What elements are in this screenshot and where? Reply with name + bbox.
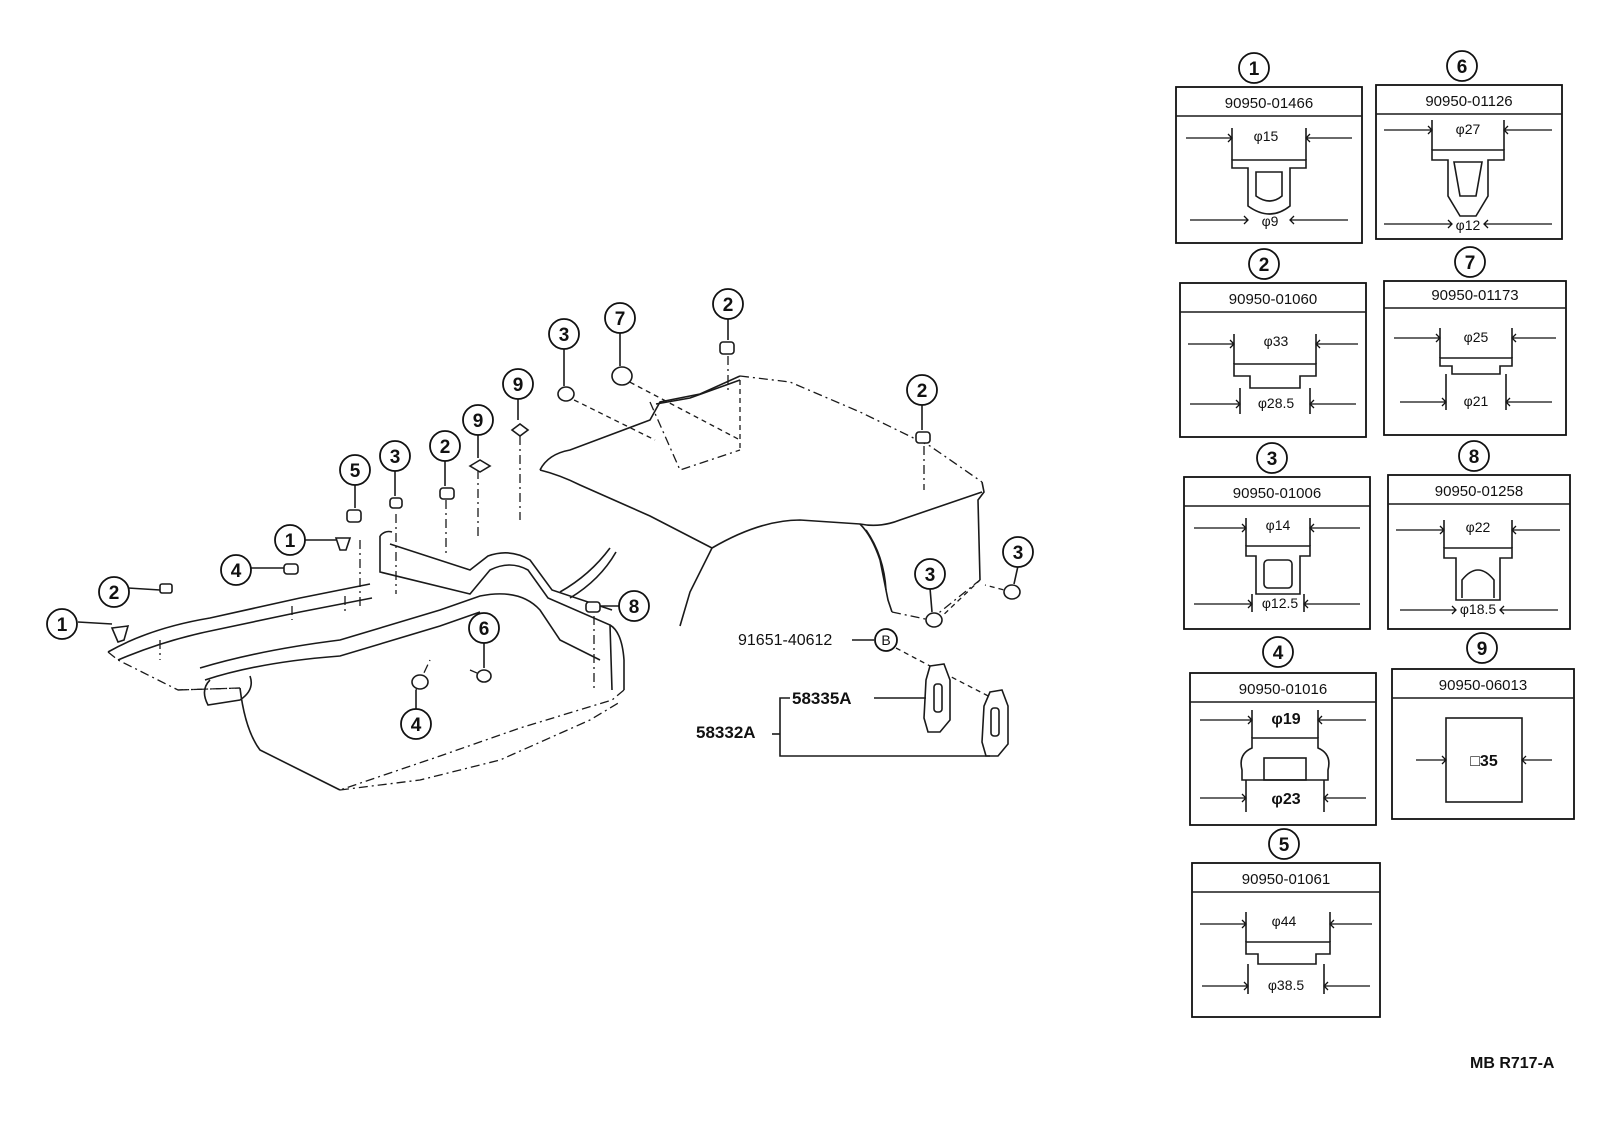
svg-text:8: 8 <box>629 597 640 618</box>
svg-text:2: 2 <box>109 583 120 604</box>
svg-text:φ27: φ27 <box>1456 121 1481 137</box>
svg-text:7: 7 <box>615 309 626 330</box>
svg-text:3: 3 <box>1013 543 1024 564</box>
callout-7: 7 <box>604 302 636 334</box>
svg-text:2: 2 <box>723 295 734 316</box>
svg-text:1: 1 <box>57 615 68 636</box>
callout-1b: 1 <box>274 524 306 556</box>
plug-parts <box>110 341 1021 690</box>
callout-2c: 2 <box>712 288 744 320</box>
svg-text:90950-01466: 90950-01466 <box>1225 95 1313 112</box>
svg-text:90950-01258: 90950-01258 <box>1435 483 1523 500</box>
callout-8: 8 <box>618 590 650 622</box>
svg-text:φ25: φ25 <box>1464 329 1489 345</box>
callout-3c: 3 <box>914 558 946 590</box>
svg-text:5: 5 <box>350 461 361 482</box>
bolt-marker: B <box>881 632 890 648</box>
svg-text:90950-01061: 90950-01061 <box>1242 871 1330 888</box>
svg-text:φ22: φ22 <box>1466 519 1491 535</box>
svg-text:φ14: φ14 <box>1266 517 1291 533</box>
svg-text:5: 5 <box>1279 835 1290 856</box>
svg-text:φ38.5: φ38.5 <box>1268 977 1305 993</box>
svg-text:φ19: φ19 <box>1271 711 1300 728</box>
svg-text:3: 3 <box>925 565 936 586</box>
clip-group: 91651-40612 B 58335A 58332A <box>696 628 1009 757</box>
callout-4a: 4 <box>220 554 252 586</box>
callout-2d: 2 <box>906 374 938 406</box>
callout-6: 6 <box>468 612 500 644</box>
svg-text:□35: □35 <box>1470 753 1498 770</box>
clip-58335a-label: 58335A <box>792 689 852 708</box>
svg-text:4: 4 <box>231 561 242 582</box>
svg-text:6: 6 <box>479 619 490 640</box>
svg-text:2: 2 <box>917 381 928 402</box>
detail-box-7: 7 90950-01173 φ25 φ21 <box>1383 246 1567 436</box>
svg-text:1: 1 <box>1249 59 1260 80</box>
callout-2b: 2 <box>429 430 461 462</box>
detail-box-3: 3 90950-01006 φ14 φ12.5 <box>1183 442 1371 630</box>
detail-box-6: 6 90950-01126 φ27 φ12 <box>1375 50 1563 240</box>
bolt-marker-circle <box>874 628 898 652</box>
svg-text:8: 8 <box>1469 447 1480 468</box>
svg-text:90950-06013: 90950-06013 <box>1439 677 1527 694</box>
callout-leaders <box>77 318 1019 710</box>
svg-text:3: 3 <box>559 325 570 346</box>
svg-text:90950-01006: 90950-01006 <box>1233 485 1321 502</box>
callout-9a: 9 <box>462 404 494 436</box>
clip-58332a-label: 58332A <box>696 723 756 742</box>
svg-text:9: 9 <box>513 375 524 396</box>
callout-3b: 3 <box>548 318 580 350</box>
detail-box-4: 4 90950-01016 φ19 φ23 <box>1189 636 1377 826</box>
svg-text:φ33: φ33 <box>1264 333 1289 349</box>
reference-code: MB R717-A <box>1470 1055 1555 1072</box>
detail-boxes: 1 90950-01466 φ15 φ9 6 90950-01126 φ27 <box>1175 50 1575 1018</box>
svg-text:1: 1 <box>285 531 296 552</box>
svg-text:9: 9 <box>1477 639 1488 660</box>
bolt-part-number: 91651-40612 <box>738 632 832 649</box>
floor-callouts: 1 2 4 5 1 3 2 9 9 3 7 2 2 3 3 6 4 8 <box>46 288 1034 740</box>
svg-text:7: 7 <box>1465 253 1476 274</box>
svg-text:3: 3 <box>390 447 401 468</box>
detail-box-9: 9 90950-06013 □35 <box>1391 632 1575 820</box>
svg-text:6: 6 <box>1457 57 1468 78</box>
svg-text:90950-01126: 90950-01126 <box>1425 93 1512 110</box>
svg-text:φ21: φ21 <box>1464 393 1489 409</box>
detail-box-8: 8 90950-01258 φ22 φ18.5 <box>1387 440 1571 630</box>
svg-text:φ15: φ15 <box>1254 128 1279 144</box>
detail-box-2: 2 90950-01060 φ33 φ28.5 <box>1179 248 1367 438</box>
svg-text:3: 3 <box>1267 449 1278 470</box>
svg-text:2: 2 <box>1259 255 1270 276</box>
callout-5: 5 <box>339 454 371 486</box>
svg-text:φ28.5: φ28.5 <box>1258 395 1295 411</box>
floor-pan-drawing <box>107 356 1013 791</box>
svg-text:φ23: φ23 <box>1271 791 1300 808</box>
detail-box-5: 5 90950-01061 φ44 φ38.5 <box>1191 828 1381 1018</box>
svg-text:90950-01016: 90950-01016 <box>1239 681 1327 698</box>
callout-3d: 3 <box>1002 536 1034 568</box>
svg-text:φ9: φ9 <box>1262 213 1279 229</box>
callout-9b: 9 <box>502 368 534 400</box>
svg-text:φ18.5: φ18.5 <box>1460 601 1497 617</box>
svg-text:φ12: φ12 <box>1456 217 1481 233</box>
svg-text:2: 2 <box>440 437 451 458</box>
svg-text:9: 9 <box>473 411 484 432</box>
callout-2a: 2 <box>98 576 130 608</box>
callout-3a: 3 <box>379 440 411 472</box>
callout-1a: 1 <box>46 608 78 640</box>
svg-text:90950-01060: 90950-01060 <box>1229 291 1317 308</box>
svg-text:4: 4 <box>411 715 422 736</box>
detail-box-1: 1 90950-01466 φ15 φ9 <box>1175 52 1363 244</box>
svg-text:φ12.5: φ12.5 <box>1262 595 1299 611</box>
callout-4b: 4 <box>400 708 432 740</box>
svg-text:90950-01173: 90950-01173 <box>1431 287 1518 304</box>
svg-text:φ44: φ44 <box>1272 913 1297 929</box>
svg-text:4: 4 <box>1273 643 1284 664</box>
